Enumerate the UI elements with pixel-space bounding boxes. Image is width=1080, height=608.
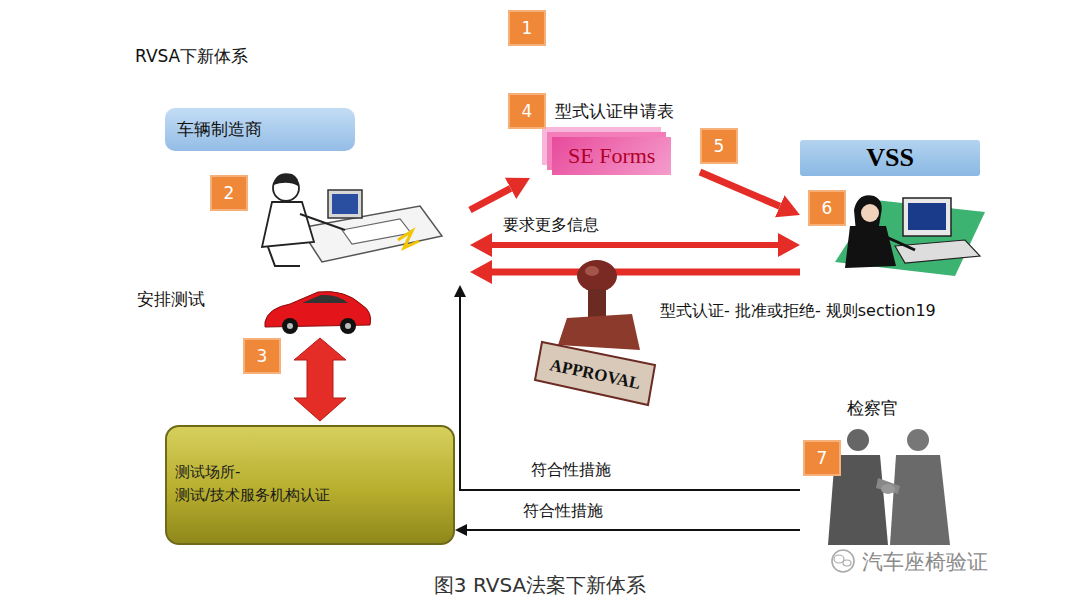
text-line: 型式认证- bbox=[660, 301, 730, 320]
callout-number: 2 bbox=[210, 175, 248, 211]
wechat-icon bbox=[832, 550, 854, 572]
red-car bbox=[282, 318, 298, 334]
connector-arrow bbox=[700, 172, 780, 206]
callout-number: 4 bbox=[508, 93, 546, 129]
vss-operator bbox=[835, 195, 985, 276]
edge-label: 要求更多信息 bbox=[500, 215, 602, 236]
text-line: 批准或拒绝- bbox=[735, 301, 821, 320]
red-car bbox=[345, 323, 351, 329]
approval-note: 型式认证- 批准或拒绝- 规则section19 bbox=[660, 300, 936, 322]
inspectors-handshake bbox=[847, 429, 869, 451]
vss-operator bbox=[884, 236, 915, 250]
manufacturer-person bbox=[262, 173, 442, 266]
inspectors-handshake bbox=[876, 478, 900, 494]
vss-operator bbox=[895, 240, 980, 263]
connector-arrow bbox=[467, 529, 800, 531]
text-line: 测试/技术服务机构认证 bbox=[175, 484, 330, 507]
test-site-box: 测试场所- 测试/技术服务机构认证 bbox=[165, 425, 455, 545]
manufacturer-person bbox=[300, 206, 442, 262]
connector-arrow bbox=[460, 297, 800, 490]
red-car bbox=[302, 295, 348, 303]
connector-arrow bbox=[492, 269, 800, 276]
inspectors-handshake bbox=[890, 455, 950, 545]
inspectors-handshake bbox=[881, 484, 895, 494]
test-double-arrow bbox=[294, 338, 346, 421]
manufacturer-person bbox=[273, 173, 298, 186]
connector-arrow bbox=[470, 188, 511, 210]
edge-label: 符合性措施 bbox=[520, 501, 606, 522]
manufacturer-node: 车辆制造商 bbox=[160, 105, 470, 285]
text-line: 规则section19 bbox=[826, 301, 936, 320]
node-text: 测试场所- 测试/技术服务机构认证 bbox=[175, 461, 330, 506]
watermark: 汽车座椅验证 bbox=[862, 548, 988, 576]
vss-operator bbox=[845, 226, 896, 268]
approval-stamp bbox=[588, 289, 606, 319]
node-title: VSS bbox=[800, 140, 980, 176]
approval-stamp bbox=[558, 314, 640, 350]
red-car bbox=[287, 323, 293, 329]
node-title: 车辆制造商 bbox=[165, 108, 355, 151]
connector-arrow bbox=[492, 242, 778, 248]
edge-label: 符合性措施 bbox=[528, 460, 614, 481]
node-heading: 型式认证申请表 bbox=[555, 100, 674, 123]
form-stack-node: 型式认证申请表 SE Forms bbox=[530, 95, 700, 198]
wechat-icon bbox=[832, 550, 854, 572]
approval-stamp bbox=[535, 342, 655, 405]
vss-operator bbox=[908, 203, 946, 230]
approval-stamp bbox=[585, 266, 599, 276]
red-car bbox=[265, 292, 371, 327]
vss-operator bbox=[854, 195, 882, 232]
manufacturer-person bbox=[342, 219, 411, 244]
callout-number: 6 bbox=[808, 190, 846, 226]
red-car bbox=[265, 292, 371, 334]
test-double-arrow bbox=[294, 338, 346, 421]
vss-operator bbox=[903, 198, 951, 236]
wechat-icon bbox=[834, 555, 844, 563]
callout-number: 3 bbox=[243, 338, 281, 374]
vss-operator bbox=[861, 204, 879, 222]
manufacturer-person bbox=[328, 190, 362, 218]
text-line: 测试场所- bbox=[175, 461, 330, 484]
diagram-title: RVSA下新体系 bbox=[135, 45, 248, 68]
figure-caption: 图3 RVSA法案下新体系 bbox=[0, 572, 1080, 599]
manufacturer-person bbox=[300, 214, 345, 230]
callout-number: 1 bbox=[508, 10, 546, 46]
inspectors-handshake bbox=[907, 429, 929, 451]
red-car bbox=[340, 318, 356, 334]
approval-stamp bbox=[577, 260, 617, 292]
node-heading: 检察官 bbox=[847, 397, 898, 420]
inspectors-handshake bbox=[828, 429, 950, 545]
callout-number: 5 bbox=[700, 128, 738, 164]
approval-stamp bbox=[535, 260, 655, 405]
wechat-icon bbox=[843, 560, 851, 566]
callout-number: 7 bbox=[803, 440, 841, 476]
manufacturer-person bbox=[268, 247, 300, 266]
manufacturer-person bbox=[398, 231, 419, 248]
form-stack: SE Forms bbox=[552, 137, 671, 175]
manufacturer-person bbox=[262, 202, 314, 247]
manufacturer-person bbox=[332, 194, 358, 214]
step-label: 安排测试 bbox=[137, 288, 205, 311]
